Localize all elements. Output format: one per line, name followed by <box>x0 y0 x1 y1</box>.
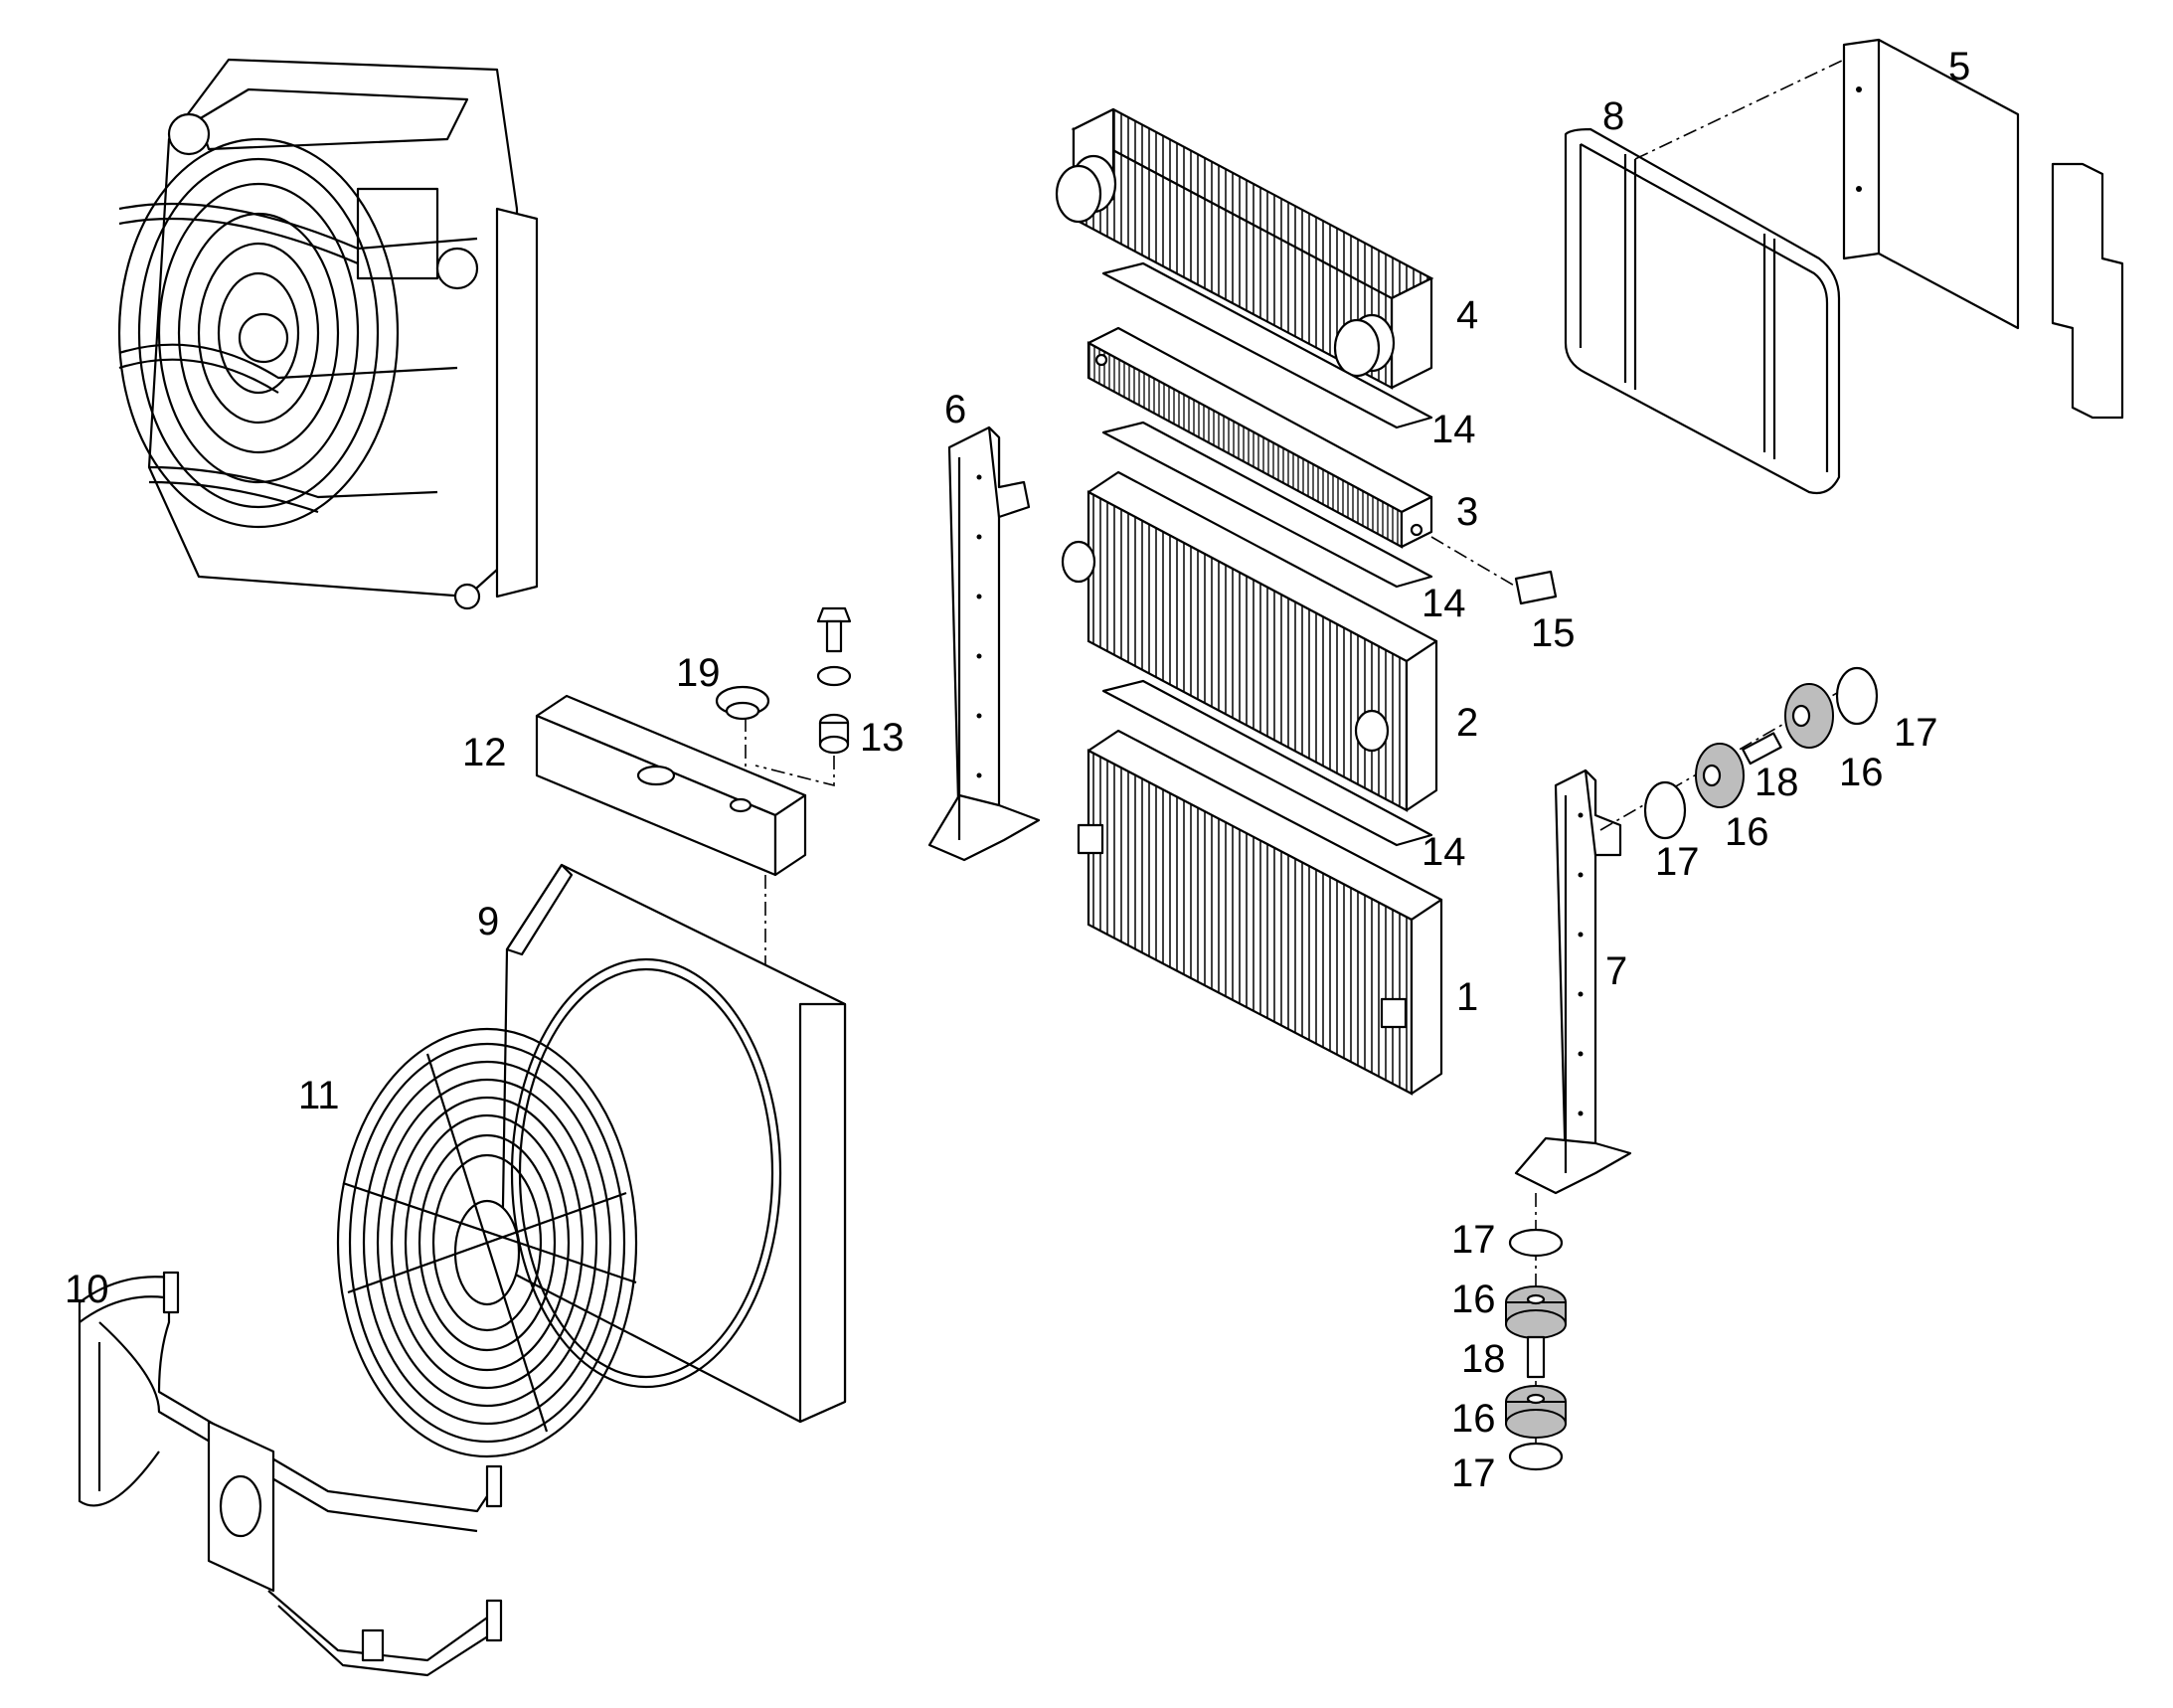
leader-dash-8-5 <box>1634 59 1845 160</box>
callout-17a: 17 <box>1894 711 1938 755</box>
callout-11: 11 <box>298 1074 340 1117</box>
side-mounting-plate <box>2051 162 2124 420</box>
callout-16a: 16 <box>1839 751 1884 794</box>
callout-15: 15 <box>1531 611 1576 655</box>
callout-12: 12 <box>462 731 507 774</box>
callout-1: 1 <box>1456 975 1478 1019</box>
callout-4: 4 <box>1456 293 1478 337</box>
leader-dash-3-15 <box>1430 536 1517 588</box>
part-5-cover-panel <box>1842 38 2020 330</box>
callout-17d: 17 <box>1451 1452 1496 1495</box>
mounting-stack-horizontal <box>1599 666 1879 840</box>
part-10-guard-bracket <box>78 1271 503 1677</box>
callout-18b: 18 <box>1461 1337 1506 1381</box>
callout-16d: 16 <box>1451 1397 1496 1441</box>
part-11-fan-guard <box>336 1027 638 1458</box>
callout-5: 5 <box>1948 45 1970 88</box>
callout-2: 2 <box>1456 701 1478 745</box>
assembled-cooler-unit <box>117 58 539 610</box>
part-19-filler-cap <box>715 685 770 780</box>
part-14-seal-strips <box>1101 261 1433 847</box>
part-15-plate <box>1514 570 1558 605</box>
callout-14b: 14 <box>1421 582 1466 625</box>
part-6-left-support-bracket <box>927 426 1041 862</box>
callout-8: 8 <box>1602 94 1624 138</box>
callout-18a: 18 <box>1755 761 1799 804</box>
part-13-bolt-and-bush <box>754 606 852 787</box>
callout-14a: 14 <box>1431 408 1476 451</box>
part-8-guard-frame <box>1564 127 1841 495</box>
part-9-fan-shroud <box>500 863 847 1424</box>
part-12-header-tank <box>535 694 807 877</box>
callout-13: 13 <box>860 716 905 760</box>
callout-labels: 1 2 3 4 5 6 7 8 9 10 11 12 13 14 14 14 1… <box>65 45 1970 1495</box>
callout-16b: 16 <box>1725 810 1769 854</box>
callout-3: 3 <box>1456 490 1478 534</box>
callout-9: 9 <box>477 900 499 943</box>
part-1-radiator-core <box>1077 729 1443 1096</box>
callout-10: 10 <box>65 1268 109 1311</box>
callout-17c: 17 <box>1451 1218 1496 1262</box>
part-4-charge-air-cooler <box>1055 107 1434 390</box>
callout-7: 7 <box>1605 949 1627 993</box>
part-3-oil-cooler <box>1086 326 1433 549</box>
callout-16c: 16 <box>1451 1278 1496 1321</box>
callout-6: 6 <box>944 388 966 431</box>
callout-14c: 14 <box>1421 830 1466 874</box>
callout-19: 19 <box>676 651 721 695</box>
part-2-radiator-core <box>1061 470 1438 812</box>
mounting-stack-vertical <box>1505 1193 1567 1471</box>
part-7-right-support-bracket <box>1514 769 1632 1195</box>
callout-17b: 17 <box>1655 840 1700 884</box>
